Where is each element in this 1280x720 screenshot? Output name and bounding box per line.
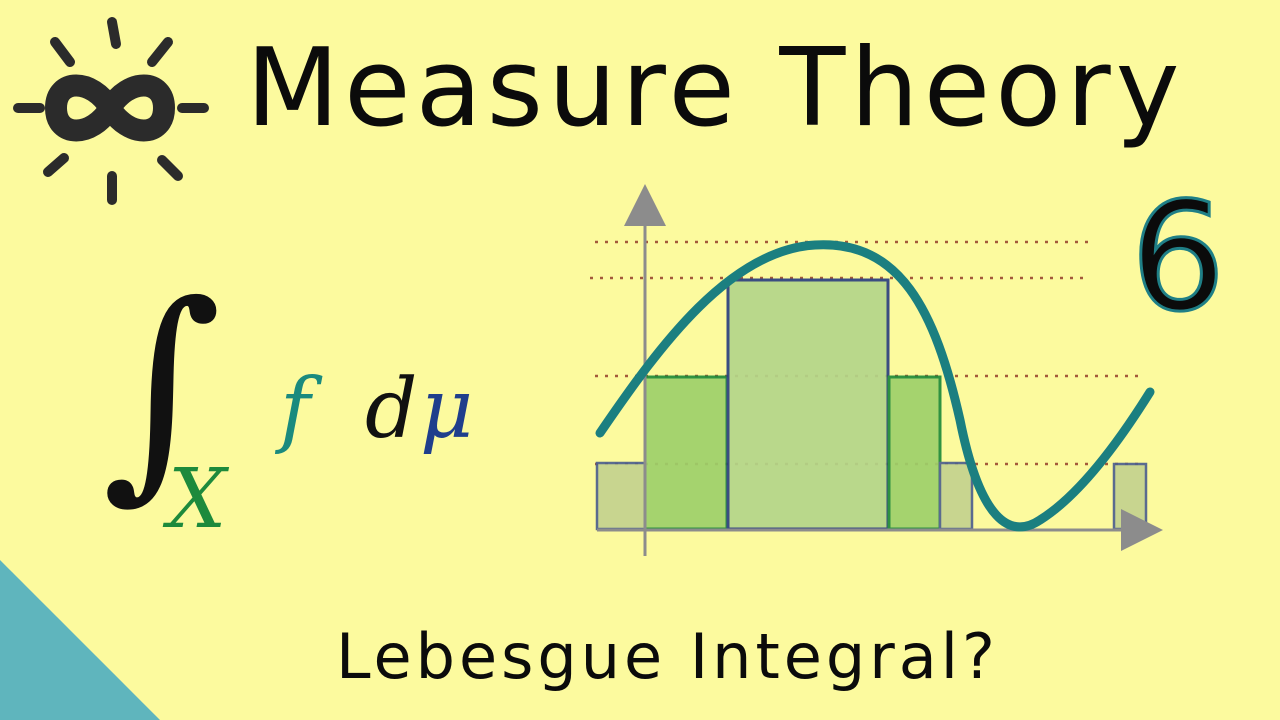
rect-left-small [595,461,647,531]
axes [597,184,1163,556]
integral-formula: ∫ X f d μ [90,250,510,550]
subtitle: Lebesgue Integral? [336,620,999,693]
corner-wave-shape [0,560,160,720]
episode-number: 6 [1129,170,1227,347]
lebesgue-diagram [590,184,1163,556]
integral-sign: ∫ [102,256,222,523]
page-title: Measure Theory [246,26,1185,151]
integrand: f [280,362,311,457]
sun-infinity-icon [13,17,209,205]
measure-symbol: μ [420,362,474,457]
rect-center-tall [726,278,890,531]
rect-far-right [1112,462,1148,531]
integral-domain: X [168,452,227,547]
rectangles [595,278,1148,531]
rect-left-medium [643,375,729,531]
function-curve [595,240,1155,532]
differential: d [365,362,418,457]
rect-right-small [938,461,974,531]
rect-right-medium [887,375,942,531]
